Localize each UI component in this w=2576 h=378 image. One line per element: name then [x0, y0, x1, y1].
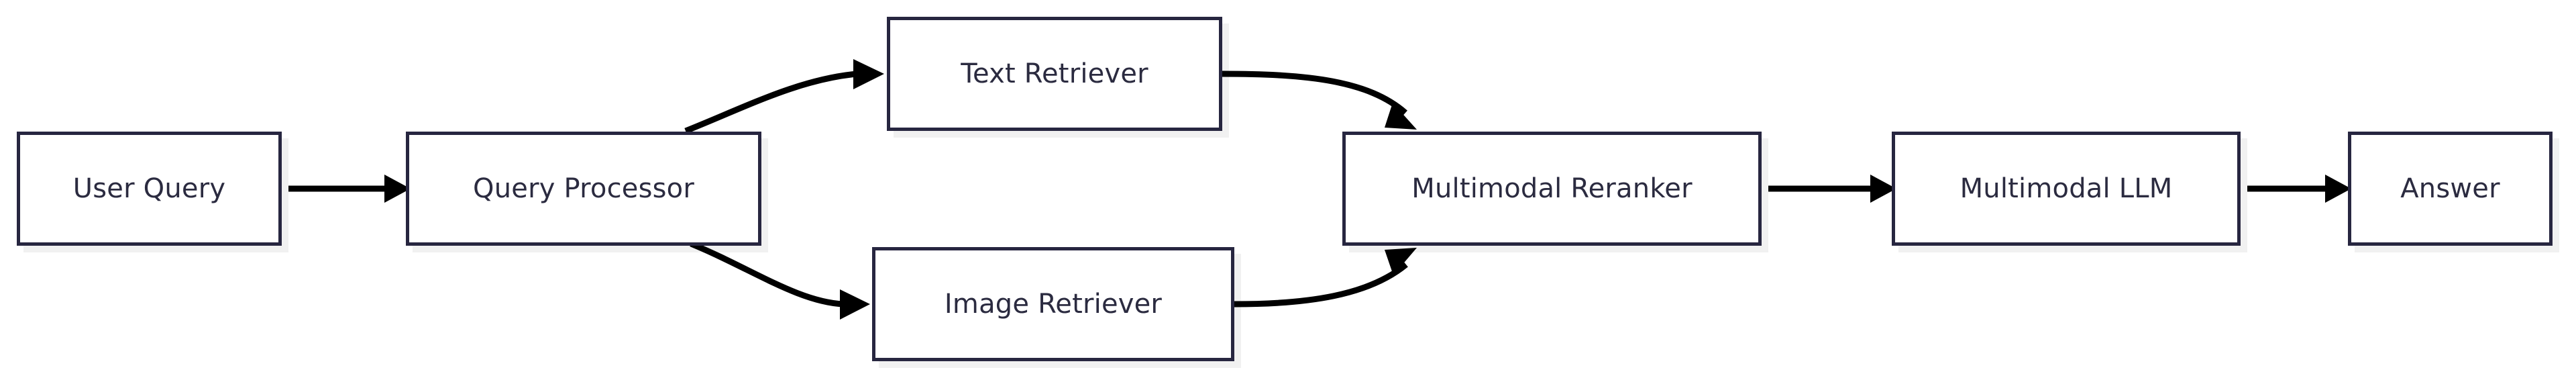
node-label-answer: Answer: [2400, 173, 2500, 204]
edge-multimodal-llm-to-answer: [2247, 175, 2351, 203]
node-multimodal-llm[interactable]: Multimodal LLM: [1892, 132, 2241, 246]
node-label-multimodal-llm: Multimodal LLM: [1960, 173, 2173, 204]
node-text-retriever[interactable]: Text Retriever: [887, 17, 1222, 131]
node-label-image-retriever: Image Retriever: [944, 289, 1163, 320]
edge-query-processor-to-image-retriever: [690, 240, 870, 320]
node-multimodal-reranker[interactable]: Multimodal Reranker: [1342, 132, 1762, 246]
node-image-retriever[interactable]: Image Retriever: [872, 247, 1234, 361]
edge-text-retriever-to-multimodal-reranker: [1222, 70, 1417, 130]
node-user-query[interactable]: User Query: [17, 132, 282, 246]
node-label-user-query: User Query: [72, 173, 226, 204]
node-label-multimodal-reranker: Multimodal Reranker: [1411, 173, 1693, 204]
node-label-text-retriever: Text Retriever: [961, 58, 1148, 89]
node-answer[interactable]: Answer: [2348, 132, 2553, 246]
edge-image-retriever-to-multimodal-reranker: [1234, 248, 1417, 308]
edge-multimodal-reranker-to-multimodal-llm: [1768, 175, 1896, 203]
node-query-processor[interactable]: Query Processor: [406, 132, 761, 246]
node-label-query-processor: Query Processor: [473, 173, 694, 204]
edge-query-processor-to-text-retriever: [684, 59, 884, 134]
edge-user-query-to-query-processor: [288, 175, 411, 203]
